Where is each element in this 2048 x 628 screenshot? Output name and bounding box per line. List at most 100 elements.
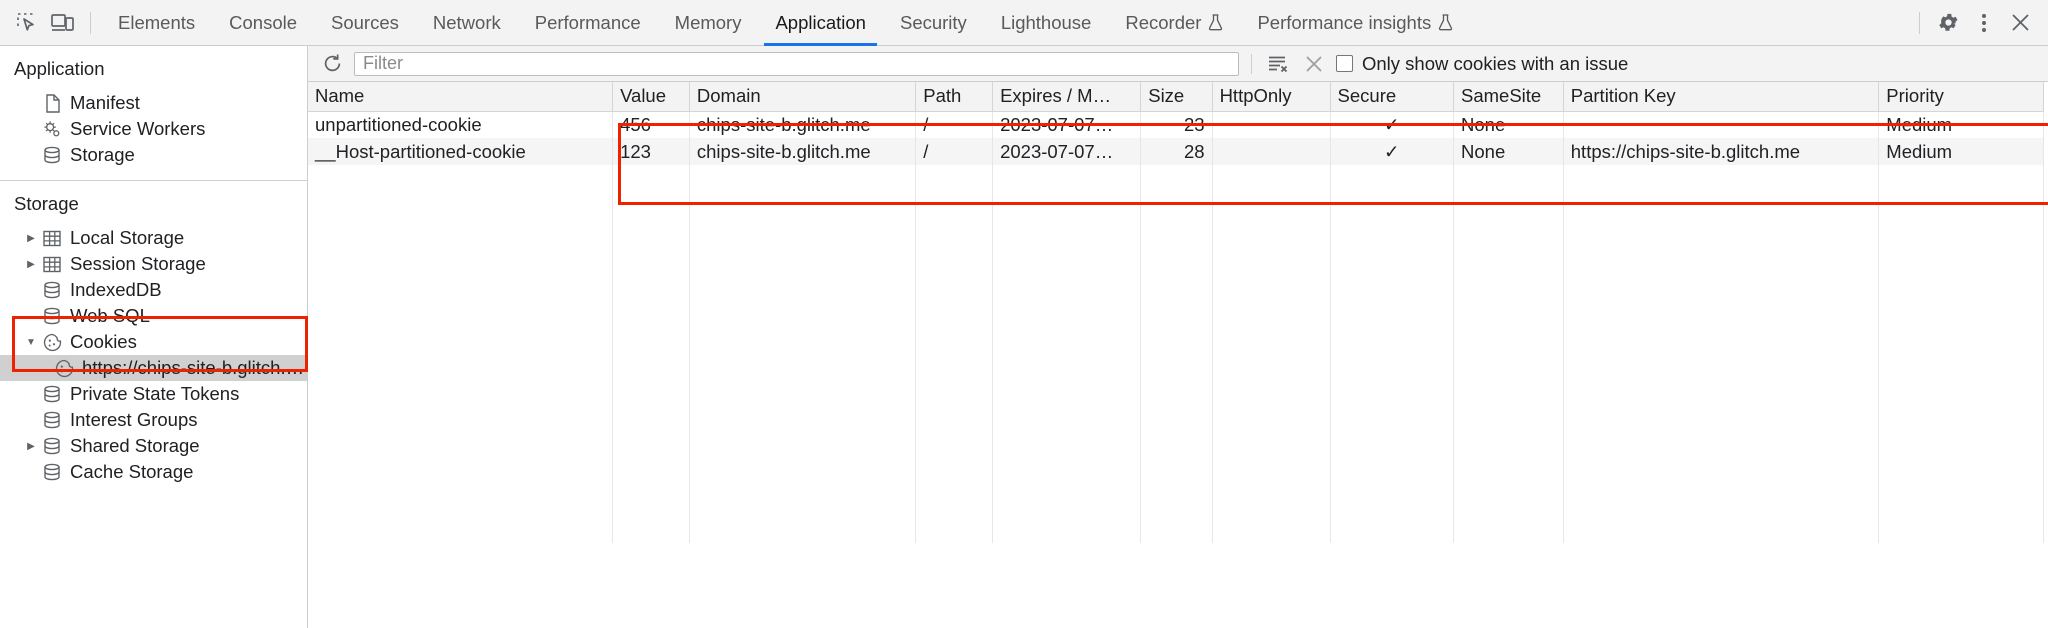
- kebab-menu-icon[interactable]: [1966, 7, 2002, 39]
- tab-application[interactable]: Application: [758, 0, 883, 46]
- sidebar-item-label: Local Storage: [70, 227, 185, 248]
- sidebar-item-session-storage[interactable]: ▶ Session Storage: [0, 251, 307, 277]
- cookies-table-empty-rows: [308, 165, 2044, 543]
- empty-row: [308, 462, 2044, 489]
- sidebar-item-service-workers[interactable]: Service Workers: [0, 116, 307, 142]
- sidebar-item-web-sql[interactable]: Web SQL: [0, 303, 307, 329]
- tab-elements[interactable]: Elements: [101, 0, 212, 46]
- filter-input[interactable]: [354, 51, 1239, 76]
- tab-recorder[interactable]: Recorder: [1108, 0, 1240, 46]
- sidebar-item-manifest[interactable]: Manifest: [0, 90, 307, 116]
- cookies-table-body: unpartitioned-cookie 456 chips-site-b.gl…: [308, 111, 2044, 165]
- empty-row: [308, 246, 2044, 273]
- tab-label: Memory: [674, 11, 742, 33]
- database-icon: [40, 411, 64, 429]
- sidebar-section-title-application: Application: [14, 58, 105, 79]
- clear-filtered-cookies-icon[interactable]: [1264, 51, 1292, 77]
- tab-network[interactable]: Network: [416, 0, 518, 46]
- column-header-size[interactable]: Size: [1140, 82, 1213, 112]
- inspect-element-icon[interactable]: [8, 7, 44, 39]
- tab-label: Recorder: [1125, 11, 1202, 33]
- column-header-httponly[interactable]: HttpOnly: [1212, 82, 1331, 112]
- cookies-table-container[interactable]: Name Value Domain Path Expires / M… Size…: [308, 82, 2048, 628]
- empty-row: [308, 516, 2044, 543]
- empty-row: [308, 300, 2044, 327]
- database-icon: [40, 385, 64, 403]
- sidebar-item-label: Service Workers: [70, 118, 206, 139]
- cell-value: 123: [612, 138, 690, 165]
- cell-domain: chips-site-b.glitch.me: [689, 111, 917, 138]
- column-header-samesite[interactable]: SameSite: [1453, 82, 1564, 112]
- cookies-toolbar: Only show cookies with an issue: [308, 46, 2048, 82]
- devtools-body: Application Manifest: [0, 46, 2048, 628]
- cell-partition-key: https://chips-site-b.glitch.me: [1563, 138, 1880, 165]
- only-issues-checkbox-row[interactable]: Only show cookies with an issue: [1336, 53, 1628, 75]
- table-row[interactable]: unpartitioned-cookie 456 chips-site-b.gl…: [308, 111, 2044, 138]
- column-header-partition-key[interactable]: Partition Key: [1563, 82, 1880, 112]
- application-sidebar: Application Manifest: [0, 46, 308, 628]
- sidebar-item-local-storage[interactable]: ▶ Local Storage: [0, 225, 307, 251]
- sidebar-item-shared-storage[interactable]: ▶ Shared Storage: [0, 433, 307, 459]
- cookies-panel: Only show cookies with an issue Name Val…: [308, 46, 2048, 628]
- sidebar-item-storage[interactable]: Storage: [0, 142, 307, 168]
- column-header-domain[interactable]: Domain: [689, 82, 917, 112]
- cell-priority: Medium: [1878, 138, 2044, 165]
- empty-row: [308, 192, 2044, 219]
- refresh-icon[interactable]: [318, 51, 346, 77]
- cell-path: /: [915, 111, 994, 138]
- chevron-right-icon[interactable]: ▶: [27, 258, 35, 270]
- sidebar-divider: [0, 180, 307, 181]
- only-issues-checkbox[interactable]: [1336, 55, 1353, 72]
- sidebar-item-private-state-tokens[interactable]: Private State Tokens: [0, 381, 307, 407]
- chevron-down-icon[interactable]: ▼: [26, 336, 36, 348]
- cell-size: 23: [1140, 111, 1213, 138]
- column-header-secure[interactable]: Secure: [1330, 82, 1455, 112]
- column-header-value[interactable]: Value: [612, 82, 690, 112]
- column-header-priority[interactable]: Priority: [1878, 82, 2044, 112]
- database-icon: [40, 281, 64, 299]
- cell-partition-key: [1563, 111, 1880, 138]
- cookie-icon: [40, 333, 64, 352]
- tab-lighthouse[interactable]: Lighthouse: [984, 0, 1109, 46]
- sidebar-item-label: Web SQL: [70, 305, 150, 326]
- sidebar-item-cache-storage[interactable]: Cache Storage: [0, 459, 307, 485]
- panel-tab-list: Elements Console Sources Network Perform…: [101, 0, 1470, 46]
- toolbar-divider: [1919, 11, 1920, 34]
- tab-security[interactable]: Security: [883, 0, 984, 46]
- tab-memory[interactable]: Memory: [658, 0, 759, 46]
- column-header-path[interactable]: Path: [915, 82, 994, 112]
- empty-row: [308, 273, 2044, 300]
- tab-label: Application: [775, 11, 866, 33]
- device-toolbar-icon[interactable]: [44, 7, 80, 39]
- sidebar-item-indexeddb[interactable]: IndexedDB: [0, 277, 307, 303]
- sidebar-item-cookie-origin[interactable]: https://chips-site-b.glitch.me: [0, 355, 307, 381]
- database-icon: [40, 307, 64, 325]
- gear-icon[interactable]: [1930, 7, 1966, 39]
- cell-httponly: [1212, 138, 1331, 165]
- toolbar-divider: [1251, 53, 1252, 74]
- tab-label: Network: [432, 11, 501, 33]
- experiment-flask-icon: [1208, 14, 1223, 31]
- tab-performance[interactable]: Performance: [518, 0, 658, 46]
- close-icon[interactable]: [2002, 7, 2038, 39]
- tab-sources[interactable]: Sources: [314, 0, 416, 46]
- empty-row: [308, 408, 2044, 435]
- cell-name: unpartitioned-cookie: [308, 111, 614, 138]
- tab-label: Console: [229, 11, 298, 33]
- column-header-name[interactable]: Name: [308, 82, 614, 112]
- tab-performance-insights[interactable]: Performance insights: [1240, 0, 1470, 46]
- tab-label: Performance insights: [1257, 11, 1432, 33]
- sidebar-item-interest-groups[interactable]: Interest Groups: [0, 407, 307, 433]
- chevron-right-icon[interactable]: ▶: [27, 232, 35, 244]
- cell-path: /: [915, 138, 994, 165]
- tab-console[interactable]: Console: [212, 0, 314, 46]
- column-header-expires[interactable]: Expires / M…: [992, 82, 1142, 112]
- clear-all-cookies-icon[interactable]: [1300, 51, 1328, 77]
- empty-row: [308, 435, 2044, 462]
- sidebar-item-cookies[interactable]: ▼ Cookies: [0, 329, 307, 355]
- sidebar-item-label: Storage: [70, 144, 135, 165]
- cell-secure: ✓: [1330, 138, 1455, 165]
- table-row[interactable]: __Host-partitioned-cookie 123 chips-site…: [308, 138, 2044, 165]
- chevron-right-icon[interactable]: ▶: [27, 440, 35, 452]
- sidebar-section-title-storage: Storage: [14, 193, 79, 214]
